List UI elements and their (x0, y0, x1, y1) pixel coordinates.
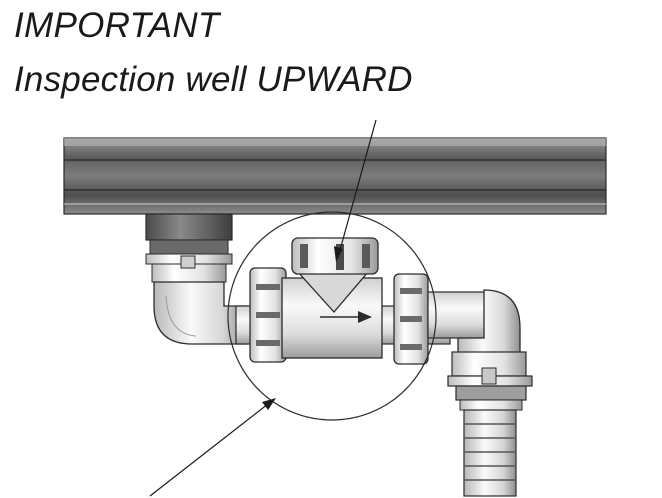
important-title: IMPORTANT (14, 6, 220, 45)
tee-body (281, 271, 383, 359)
inspection-pointer (334, 119, 377, 262)
inspection-cap (291, 237, 379, 275)
right-coupling-nut (393, 273, 429, 365)
outlet-connector (447, 351, 533, 411)
right-pipe (427, 291, 487, 339)
inspection-note: Inspection well UPWARD (14, 60, 413, 99)
right-elbow (457, 289, 521, 355)
drain-outlet (145, 213, 233, 283)
highlight-circle (227, 211, 437, 421)
circle-pointer (149, 398, 276, 497)
sink-tray (63, 137, 607, 215)
left-coupling-nut (249, 267, 287, 363)
left-elbow (153, 281, 247, 345)
hose-tail (463, 409, 517, 497)
